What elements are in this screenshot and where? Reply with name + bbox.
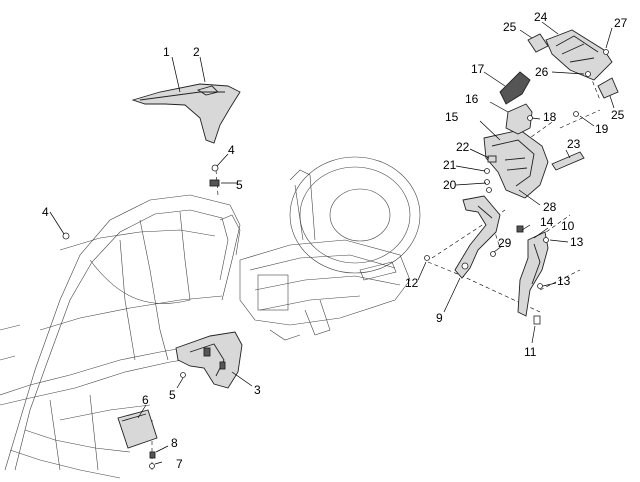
callout-13-upper: 13 bbox=[570, 235, 584, 249]
callout-2: 2 bbox=[193, 45, 200, 59]
part-1-rear-cover bbox=[131, 83, 241, 144]
callout-labels: 1 2 3 4 4 5 5 6 7 8 9 10 11 12 13 13 14 … bbox=[42, 10, 628, 471]
callout-7: 7 bbox=[176, 457, 183, 471]
part-6-pad bbox=[117, 409, 158, 449]
callout-9: 9 bbox=[436, 311, 443, 325]
callout-10: 10 bbox=[561, 219, 575, 233]
callout-16: 16 bbox=[465, 92, 479, 106]
callout-15: 15 bbox=[445, 110, 459, 124]
callout-25-lower: 25 bbox=[611, 108, 625, 122]
callout-5-upper: 5 bbox=[236, 178, 243, 192]
callout-23: 23 bbox=[567, 137, 581, 151]
callout-28: 28 bbox=[543, 200, 557, 214]
part-24-plate-holder bbox=[527, 29, 619, 99]
callout-21: 21 bbox=[443, 158, 457, 172]
callout-3: 3 bbox=[254, 383, 261, 397]
part-3-bracket bbox=[175, 331, 243, 389]
callout-19: 19 bbox=[595, 122, 609, 136]
callout-20: 20 bbox=[443, 178, 457, 192]
callout-6: 6 bbox=[142, 393, 149, 407]
callout-11: 11 bbox=[524, 345, 537, 359]
callout-4-upper: 4 bbox=[228, 143, 235, 157]
leader-lines bbox=[49, 21, 615, 465]
callout-22: 22 bbox=[456, 140, 470, 154]
part-10-side-panel bbox=[517, 231, 549, 317]
callout-5-lower: 5 bbox=[169, 388, 176, 402]
callout-1: 1 bbox=[163, 45, 170, 59]
scooter-frame-ghost bbox=[0, 194, 241, 479]
callout-27: 27 bbox=[614, 16, 628, 30]
small-hardware-left bbox=[62, 164, 220, 469]
callout-24: 24 bbox=[534, 10, 548, 24]
callout-18: 18 bbox=[543, 110, 557, 124]
callout-4-left: 4 bbox=[42, 205, 49, 219]
part-16-17-covers bbox=[499, 71, 533, 135]
callout-8: 8 bbox=[171, 436, 178, 450]
part-9-bracket bbox=[454, 195, 501, 279]
callout-29: 29 bbox=[498, 236, 512, 250]
part-22-23 bbox=[487, 151, 585, 171]
callout-13-lower: 13 bbox=[557, 274, 571, 288]
callout-26: 26 bbox=[535, 65, 549, 79]
callout-14: 14 bbox=[540, 215, 554, 229]
engine-wheel-ghost bbox=[239, 156, 421, 341]
callout-12: 12 bbox=[405, 276, 419, 290]
callout-17: 17 bbox=[471, 62, 485, 76]
part-15-tail-housing bbox=[483, 129, 549, 199]
callout-25-upper: 25 bbox=[503, 20, 517, 34]
